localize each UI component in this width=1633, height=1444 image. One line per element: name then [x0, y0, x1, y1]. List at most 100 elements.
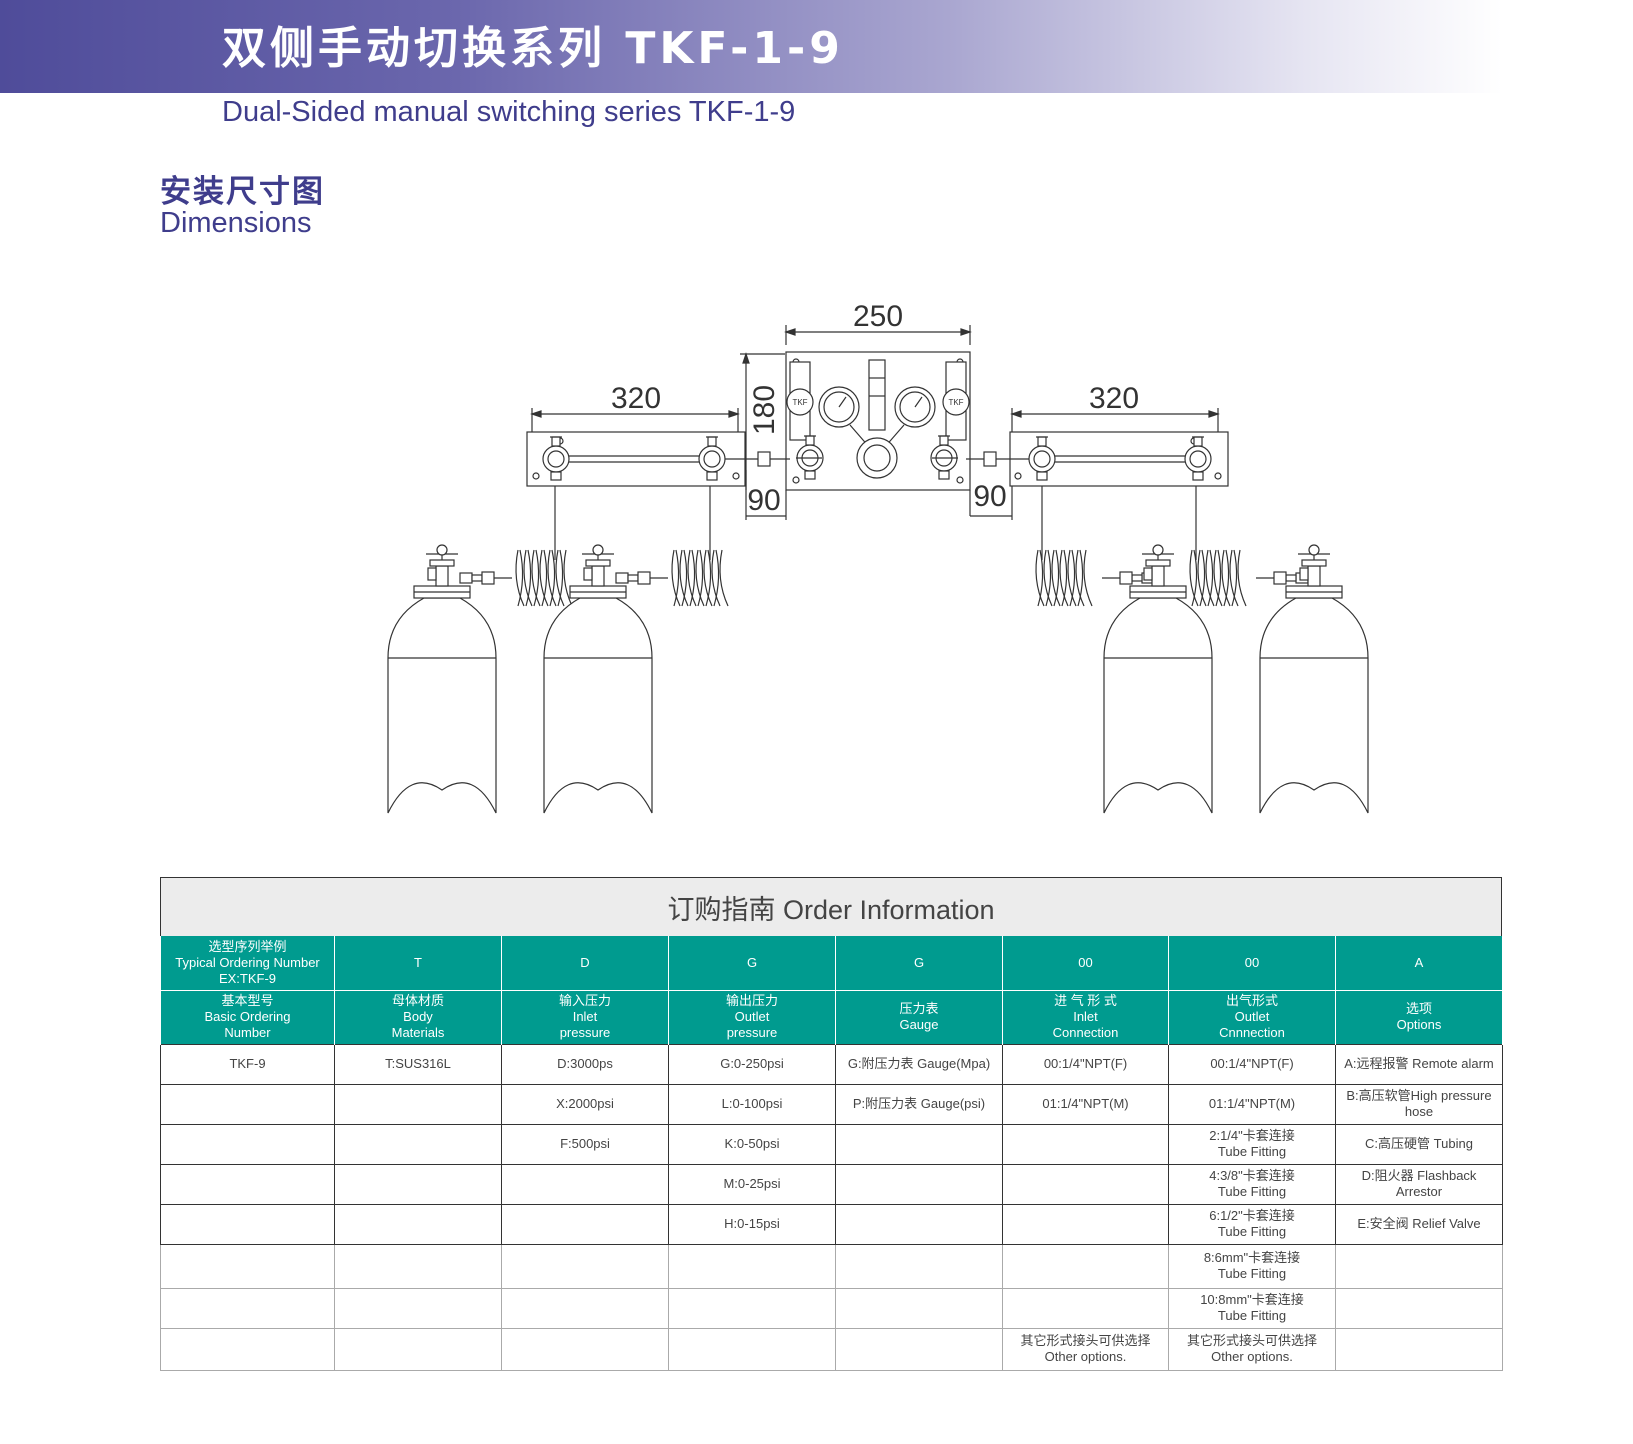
table-cell: C:高压硬管 Tubing [1335, 1123, 1503, 1165]
table-cell: 其它形式接头可供选择 Other options. [1002, 1327, 1169, 1371]
table-cell: E:安全阀 Relief Valve [1335, 1203, 1503, 1245]
column-header-row: 基本型号 Basic Ordering Number 母体材质 Body Mat… [160, 989, 1503, 1044]
table-cell [160, 1203, 335, 1245]
column-header: 母体材质 Body Materials [334, 989, 502, 1044]
table-cell [1335, 1243, 1503, 1289]
order-table: 选型序列举例 Typical Ordering Number EX:TKF-9 … [160, 936, 1503, 1371]
table-cell: A:远程报警 Remote alarm [1335, 1043, 1503, 1085]
dim-90-right-label: 90 [973, 480, 1006, 513]
code-cell: G [835, 936, 1003, 990]
table-cell [835, 1203, 1003, 1245]
table-cell: X:2000psi [501, 1083, 669, 1125]
page-title-en: Dual-Sided manual switching series TKF-1… [222, 96, 796, 128]
right-manifold-bracket: 320 [966, 382, 1229, 487]
dim-90-left-label: 90 [747, 484, 780, 517]
dim-180-label: 180 [748, 385, 781, 435]
column-header: 输出压力 Outlet pressure [668, 989, 836, 1044]
table-cell [835, 1243, 1003, 1289]
table-cell [501, 1203, 669, 1245]
dim-250-label: 250 [853, 300, 903, 333]
table-cell: L:0-100psi [668, 1083, 836, 1125]
left-manifold-bracket: 320 [526, 382, 790, 487]
table-cell [501, 1327, 669, 1371]
table-cell: 6:1/2"卡套连接 Tube Fitting [1168, 1203, 1336, 1245]
table-cell [835, 1327, 1003, 1371]
table-cell [334, 1163, 502, 1205]
page-title-cn: 双侧手动切换系列 TKF-1-9 [222, 23, 844, 74]
table-row: 8:6mm"卡套连接 Tube Fitting [160, 1243, 1503, 1289]
table-cell: 8:6mm"卡套连接 Tube Fitting [1168, 1243, 1336, 1289]
table-cell [668, 1243, 836, 1289]
table-cell [334, 1203, 502, 1245]
table-cell: G:0-250psi [668, 1043, 836, 1085]
table-cell: 10:8mm"卡套连接 Tube Fitting [1168, 1287, 1336, 1329]
dimension-panel-width: 250 [784, 300, 972, 345]
svg-text:TKF: TKF [948, 398, 963, 407]
pigtail-hoses [459, 486, 1309, 607]
table-cell [334, 1123, 502, 1165]
table-cell [1002, 1203, 1169, 1245]
table-cell [835, 1287, 1003, 1329]
table-cell: 01:1/4"NPT(M) [1002, 1083, 1169, 1125]
table-cell [160, 1163, 335, 1205]
code-cell: G [668, 936, 836, 990]
installation-dimension-diagram: 250 180 TKF TKF 90 [387, 300, 1369, 814]
table-cell [501, 1287, 669, 1329]
table-cell: 2:1/4"卡套连接 Tube Fitting [1168, 1123, 1336, 1165]
table-row: 10:8mm"卡套连接 Tube Fitting [160, 1287, 1503, 1329]
main-switching-panel: TKF TKF [785, 351, 971, 491]
table-cell: D:3000ps [501, 1043, 669, 1085]
table-cell [668, 1287, 836, 1329]
typical-ordering-label: 选型序列举例 Typical Ordering Number EX:TKF-9 [160, 936, 335, 990]
table-cell: G:附压力表 Gauge(Mpa) [835, 1043, 1003, 1085]
table-cell [1002, 1287, 1169, 1329]
table-cell: 4:3/8"卡套连接 Tube Fitting [1168, 1163, 1336, 1205]
code-cell: D [501, 936, 669, 990]
table-cell: M:0-25psi [668, 1163, 836, 1205]
table-cell [501, 1243, 669, 1289]
logo-text: TKF [792, 398, 807, 407]
title-banner [0, 0, 1633, 93]
code-cell: A [1335, 936, 1503, 990]
table-cell [835, 1123, 1003, 1165]
table-cell [501, 1163, 669, 1205]
table-cell [160, 1083, 335, 1125]
table-cell [1335, 1327, 1503, 1371]
section-title-cn: 安装尺寸图 [160, 174, 325, 210]
code-cell: 00 [1168, 936, 1336, 990]
table-cell: K:0-50psi [668, 1123, 836, 1165]
dimension-panel-height: 180 [740, 352, 785, 490]
table-cell: 00:1/4"NPT(F) [1002, 1043, 1169, 1085]
dim-320-left-label: 320 [611, 382, 661, 415]
dimension-right-offset: 90 [969, 470, 1013, 520]
table-cell [668, 1327, 836, 1371]
code-cell: T [334, 936, 502, 990]
table-cell [1335, 1287, 1503, 1329]
table-cell: 其它形式接头可供选择 Other options. [1168, 1327, 1336, 1371]
table-cell: D:阻火器 Flashback Arrestor [1335, 1163, 1503, 1205]
column-header: 选项 Options [1335, 989, 1503, 1044]
table-cell [160, 1287, 335, 1329]
table-cell [334, 1287, 502, 1329]
gas-cylinder-4 [1259, 544, 1369, 814]
table-cell [334, 1083, 502, 1125]
table-cell [160, 1243, 335, 1289]
table-cell: P:附压力表 Gauge(psi) [835, 1083, 1003, 1125]
table-cell [160, 1327, 335, 1371]
table-cell [1002, 1123, 1169, 1165]
gas-cylinder-2 [543, 544, 653, 814]
table-cell [334, 1327, 502, 1371]
column-header: 进 气 形 式 Inlet Connection [1002, 989, 1169, 1044]
order-table-title: 订购指南 Order Information [160, 877, 1502, 936]
table-cell: 00:1/4"NPT(F) [1168, 1043, 1336, 1085]
dimension-left-offset: 90 [745, 470, 787, 520]
table-cell: H:0-15psi [668, 1203, 836, 1245]
column-header: 输入压力 Inlet pressure [501, 989, 669, 1044]
order-information-table: 订购指南 Order Information 选型序列举例 Typical Or… [160, 877, 1503, 1371]
table-cell [334, 1243, 502, 1289]
